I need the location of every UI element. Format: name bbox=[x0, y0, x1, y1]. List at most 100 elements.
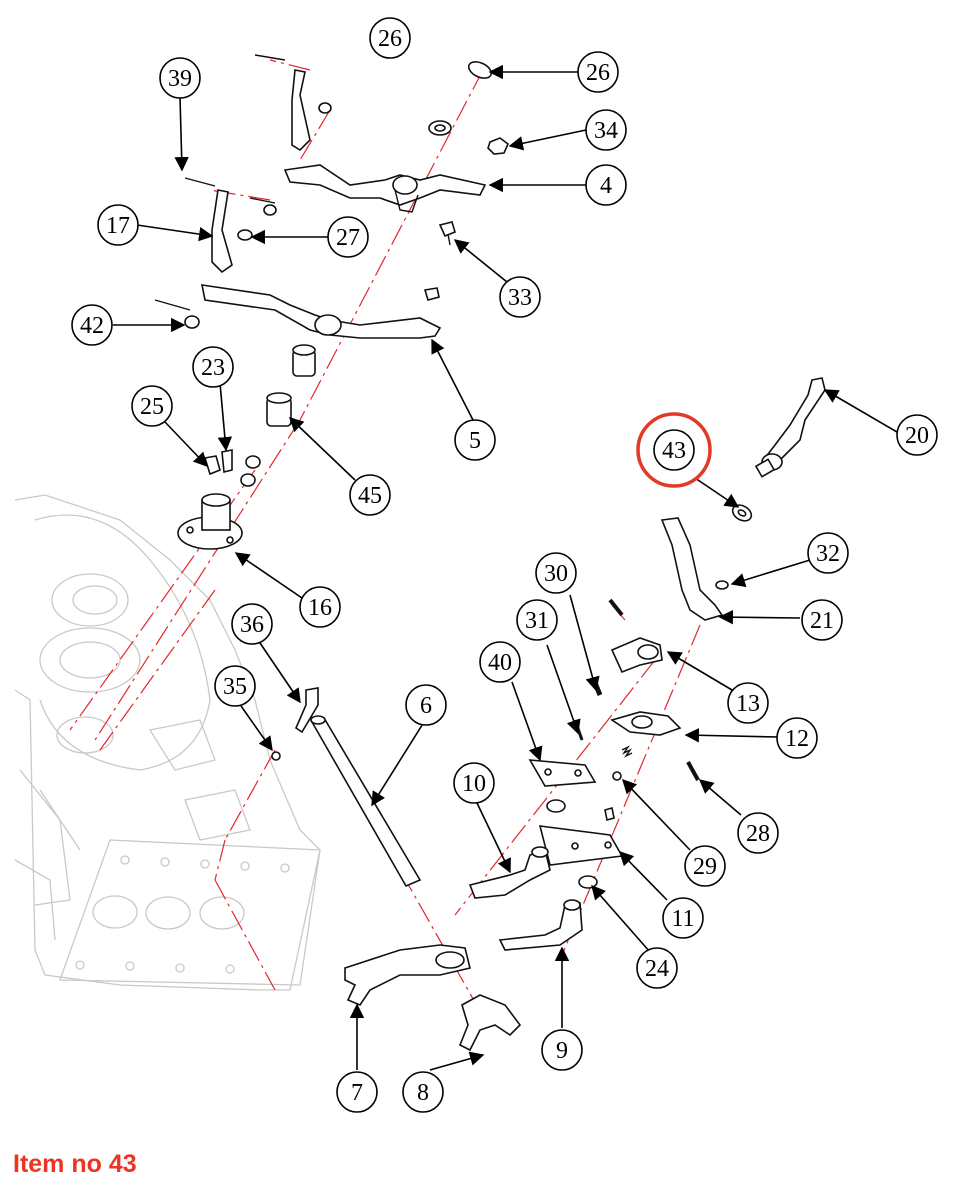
callout-circle bbox=[636, 947, 678, 989]
callout-10: 10 bbox=[453, 762, 495, 804]
callout-circle bbox=[662, 897, 704, 939]
callout-circle bbox=[231, 603, 273, 645]
callout-number: 27 bbox=[336, 225, 360, 251]
callout-circle bbox=[349, 474, 391, 516]
callout-12: 12 bbox=[776, 717, 818, 759]
callout-circle bbox=[807, 532, 849, 574]
callout-4: 4 bbox=[585, 164, 627, 206]
callout-number: 43 bbox=[662, 438, 686, 464]
callout-circle bbox=[192, 346, 234, 388]
callout-number: 5 bbox=[469, 428, 481, 454]
callout-number: 26 bbox=[586, 60, 610, 86]
callout-number: 10 bbox=[462, 771, 486, 797]
callout-circle bbox=[299, 586, 341, 628]
callout-39: 39 bbox=[159, 57, 201, 99]
callout-circle bbox=[727, 682, 769, 724]
callout-circle bbox=[516, 599, 558, 641]
callout-number: 28 bbox=[746, 821, 770, 847]
callout-43: 43 bbox=[653, 429, 695, 471]
callout-number: 30 bbox=[544, 561, 568, 587]
callout-number: 39 bbox=[168, 66, 192, 92]
callout-circle bbox=[737, 812, 779, 854]
callout-number: 12 bbox=[785, 726, 809, 752]
callout-number: 20 bbox=[905, 423, 929, 449]
callout-8: 8 bbox=[402, 1071, 444, 1113]
callout-number: 24 bbox=[645, 956, 669, 982]
callout-number: 11 bbox=[671, 906, 694, 932]
callout-20: 20 bbox=[896, 414, 938, 456]
gearbox-housing bbox=[14, 494, 321, 991]
callout-circle bbox=[71, 304, 113, 346]
callout-circle bbox=[405, 684, 447, 726]
callout-circle bbox=[535, 552, 577, 594]
callout-circle bbox=[454, 419, 496, 461]
callout-number: 9 bbox=[556, 1038, 568, 1064]
callout-5: 5 bbox=[454, 419, 496, 461]
callout-circle bbox=[896, 414, 938, 456]
callout-26: 26 bbox=[369, 17, 411, 59]
callout-circle bbox=[453, 762, 495, 804]
callout-25: 25 bbox=[131, 385, 173, 427]
callout-16: 16 bbox=[299, 586, 341, 628]
parts bbox=[154, 54, 826, 1052]
callout-number: 33 bbox=[508, 285, 532, 311]
callout-number: 13 bbox=[736, 691, 760, 717]
callout-21: 21 bbox=[801, 599, 843, 641]
callout-layer: 26 26 34 4 39 17 27 33 42 5 23 25 45 16 43 20 32 21 30 31 40… bbox=[71, 17, 938, 1113]
callout-30: 30 bbox=[535, 552, 577, 594]
callout-number: 35 bbox=[223, 674, 247, 700]
callout-circle bbox=[369, 17, 411, 59]
callout-number: 40 bbox=[488, 650, 512, 676]
callout-28: 28 bbox=[737, 812, 779, 854]
callout-number: 6 bbox=[420, 693, 432, 719]
callout-number: 34 bbox=[594, 118, 618, 144]
callout-number: 26 bbox=[378, 26, 402, 52]
callout-29: 29 bbox=[684, 845, 726, 887]
callout-11: 11 bbox=[662, 897, 704, 939]
callout-number: 42 bbox=[80, 313, 104, 339]
callout-circle bbox=[336, 1071, 378, 1113]
callout-6: 6 bbox=[405, 684, 447, 726]
callout-42: 42 bbox=[71, 304, 113, 346]
callout-number: 31 bbox=[525, 608, 549, 634]
callout-26: 26 bbox=[577, 51, 619, 93]
callout-number: 8 bbox=[417, 1080, 429, 1106]
callout-23: 23 bbox=[192, 346, 234, 388]
callout-number: 21 bbox=[810, 608, 834, 634]
item-caption: Item no 43 bbox=[13, 1150, 137, 1178]
callout-9: 9 bbox=[541, 1029, 583, 1071]
exploded-parts-diagram: 26 26 34 4 39 17 27 33 42 5 23 25 45 16 43 20 32 21 30 31 40… bbox=[14, 17, 938, 1113]
callout-circle bbox=[801, 599, 843, 641]
callout-24: 24 bbox=[636, 947, 678, 989]
callout-27: 27 bbox=[327, 216, 369, 258]
highlight-ring bbox=[636, 412, 712, 488]
callout-17: 17 bbox=[97, 204, 139, 246]
callout-32: 32 bbox=[807, 532, 849, 574]
callout-number: 29 bbox=[693, 854, 717, 880]
callout-number: 23 bbox=[201, 355, 225, 381]
callout-circle bbox=[131, 385, 173, 427]
callout-number: 4 bbox=[600, 173, 612, 199]
callout-number: 17 bbox=[106, 213, 130, 239]
callout-number: 36 bbox=[240, 612, 264, 638]
callout-circle bbox=[585, 109, 627, 151]
callout-number: 32 bbox=[816, 541, 840, 567]
callout-circle bbox=[402, 1071, 444, 1113]
callout-circle bbox=[653, 429, 695, 471]
callout-circle bbox=[577, 51, 619, 93]
callout-number: 7 bbox=[351, 1080, 363, 1106]
callout-40: 40 bbox=[479, 641, 521, 683]
callout-circle bbox=[541, 1029, 583, 1071]
callout-number: 16 bbox=[308, 595, 332, 621]
callout-number: 25 bbox=[140, 394, 164, 420]
callout-13: 13 bbox=[727, 682, 769, 724]
callout-circle bbox=[97, 204, 139, 246]
callout-circle bbox=[684, 845, 726, 887]
callout-circle bbox=[159, 57, 201, 99]
callout-7: 7 bbox=[336, 1071, 378, 1113]
callout-45: 45 bbox=[349, 474, 391, 516]
callout-circle bbox=[327, 216, 369, 258]
leader-lines bbox=[113, 64, 898, 1071]
callout-circle bbox=[585, 164, 627, 206]
callout-number: 45 bbox=[358, 483, 382, 509]
